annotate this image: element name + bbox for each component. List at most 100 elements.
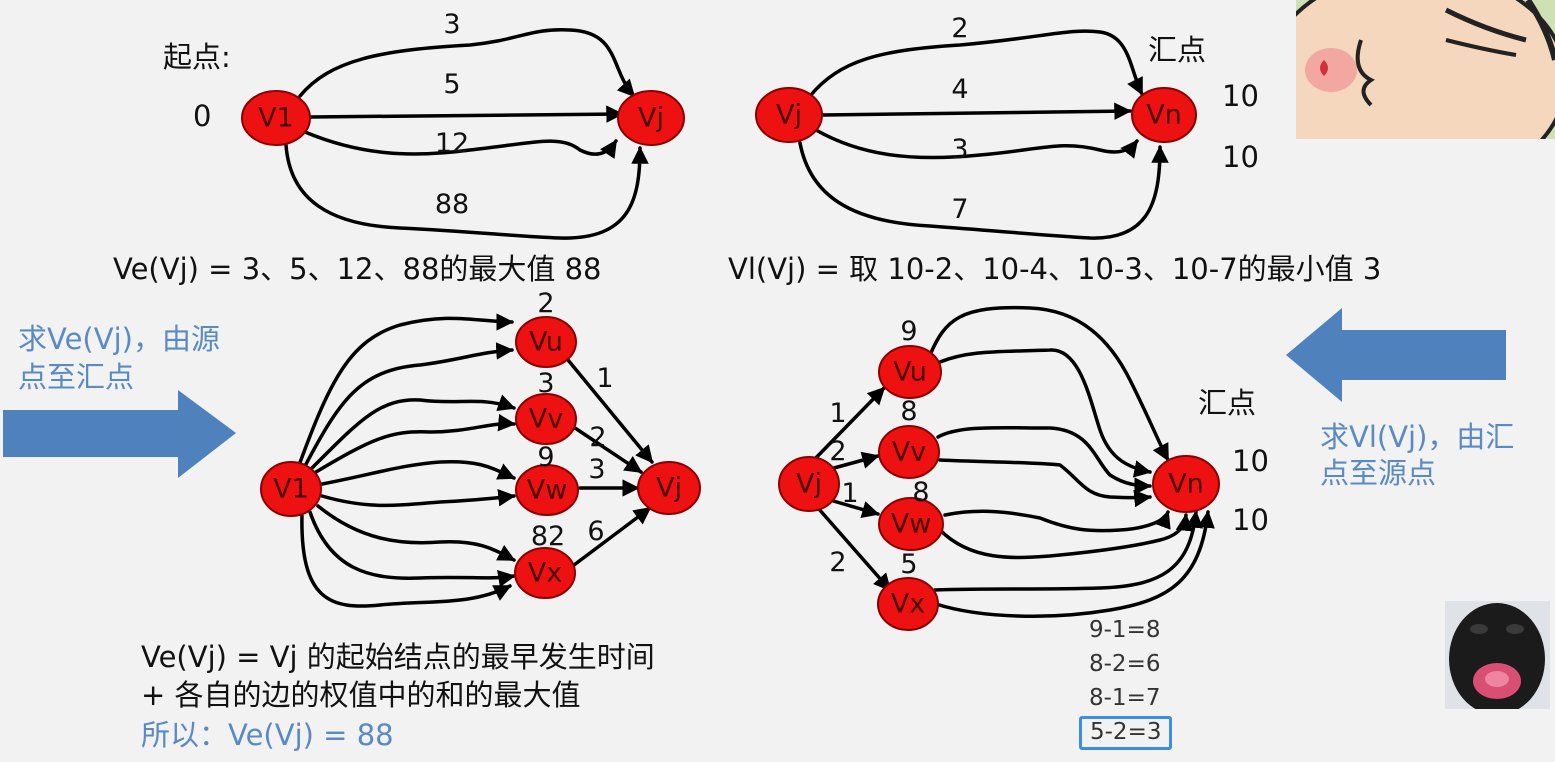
sink-label-bottom: 汇点	[1198, 386, 1257, 420]
weight-7: 7	[951, 194, 968, 225]
node-vj-top-right-label: Vj	[776, 100, 802, 131]
node-vx-br	[877, 577, 939, 631]
weight-out-3: 3	[588, 454, 605, 485]
weight-88: 88	[435, 189, 469, 220]
node-vx-bl-label: Vx	[528, 558, 562, 589]
bottom-left-graph: V1 Vu Vv Vw Vx Vj 2 3 9 82 1 2 3 6	[260, 288, 701, 608]
cartoon-face-sticker	[1296, 0, 1555, 139]
vl-formula-top: Vl(Vj) = 取 10-2、10-4、10-3、10-7的最小值 3	[728, 252, 1382, 286]
node-vv-br	[878, 425, 940, 479]
edge-vu-vj	[566, 358, 654, 464]
sink-value-bottom-2: 10	[1232, 503, 1269, 537]
edge-vx-vn-a	[933, 510, 1204, 592]
calc-line-4-highlighted: 5-2=3	[1079, 716, 1173, 750]
start-label: 起点:	[163, 40, 231, 74]
node-v1-top-label: V1	[258, 103, 294, 134]
weight-out-1: 1	[596, 363, 613, 394]
node-vu-bl-label: Vu	[529, 327, 563, 358]
node-vj-bl-label: Vj	[656, 473, 682, 504]
sink-value-top-1: 10	[1222, 79, 1259, 113]
weight-5: 5	[443, 69, 460, 100]
black-face-kiss-sticker	[1445, 601, 1550, 709]
weight-vj-vu: 1	[829, 398, 846, 429]
node-vj-bl	[637, 461, 701, 515]
edge-vw-vn-a	[943, 509, 1171, 533]
weight-vx-vn: 5	[900, 549, 917, 580]
weight-vj-vx: 2	[829, 547, 846, 578]
ve-formula-line2: + 各自的边的权值中的和的最大值	[141, 678, 581, 712]
calc-line-1: 9-1=8	[1089, 617, 1161, 643]
node-vj-top-label: Vj	[638, 103, 664, 134]
edge-vj-vn-3	[814, 128, 1139, 160]
edge-v1-vv-a	[310, 394, 516, 470]
edge-v1-vj-5	[308, 105, 624, 123]
weight-12: 12	[435, 128, 469, 159]
node-vn-br-label: Vn	[1168, 469, 1204, 500]
node-v1-top	[241, 90, 311, 146]
edge-vj-vx	[816, 506, 892, 592]
edge-vv-vn-b	[938, 458, 1152, 508]
edge-vv-vj	[573, 426, 643, 474]
node-vw-br-label: Vw	[891, 509, 932, 540]
bottom-right-graph: Vj Vu Vv Vw Vx Vn 1 2 1 2 9 8 8 5	[778, 305, 1220, 631]
node-vj-top-right	[755, 87, 823, 143]
node-vw-bl	[515, 464, 579, 516]
node-vn-top	[1131, 87, 1197, 143]
node-v1-bottom-label: V1	[273, 474, 309, 505]
node-vj-top	[617, 90, 685, 146]
edge-vj-vu	[806, 386, 886, 468]
top-left-graph: V1 Vj 3 5 12 88	[241, 9, 685, 240]
edge-vj-vn-4	[821, 102, 1132, 120]
right-note-line1: 求Vl(Vj)，由汇	[1320, 420, 1515, 454]
node-vv-bl	[515, 393, 577, 445]
edge-vj-vw	[828, 498, 880, 518]
edge-vx-vn-b	[934, 510, 1215, 618]
edge-v1-vx-b	[308, 510, 516, 588]
node-vx-bl	[514, 547, 576, 599]
node-vw-br	[878, 497, 944, 551]
node-vu-br	[878, 345, 942, 399]
weight-vj-vv: 2	[829, 436, 846, 467]
weight-3: 3	[443, 9, 460, 40]
ve-conclusion: 所以：Ve(Vj) = 88	[141, 718, 394, 752]
weight-vw-vn: 8	[912, 477, 929, 508]
weight-vu-vn: 9	[900, 316, 917, 347]
ve-formula-line1: Ve(Vj) = Vj 的起始结点的最早发生时间	[141, 640, 655, 674]
weight-2: 2	[951, 13, 968, 44]
edge-v1-vj-88	[284, 143, 649, 240]
node-vn-top-label: Vn	[1146, 100, 1182, 131]
sink-value-bottom-1: 10	[1232, 444, 1269, 478]
edge-vw-vn-b	[938, 513, 1194, 560]
edge-vu-vn-b	[938, 348, 1152, 478]
edge-vj-vn-7	[798, 141, 1169, 240]
sink-label-top: 汇点	[1148, 33, 1207, 67]
edge-vx-vj	[572, 506, 652, 567]
edge-v1-vx-c	[300, 512, 512, 608]
edge-v1-vw-a	[320, 459, 516, 486]
weight-out-2: 2	[589, 422, 606, 453]
weight-in-3: 3	[537, 368, 554, 399]
edge-vj-vv	[832, 451, 880, 470]
node-vv-br-label: Vv	[892, 437, 926, 468]
node-vu-br-label: Vu	[893, 357, 927, 388]
top-right-graph: Vj Vn 2 4 3 7	[755, 13, 1197, 240]
start-value: 0	[193, 99, 212, 133]
weight-4: 4	[951, 74, 968, 105]
weight-out-6: 6	[587, 516, 604, 547]
edge-v1-vj-12	[303, 130, 618, 159]
edge-vv-vn-a	[936, 425, 1152, 495]
node-vn-br	[1152, 455, 1220, 513]
node-vu-bl	[515, 316, 577, 368]
node-vj-br	[778, 456, 840, 512]
calc-line-2: 8-2=6	[1089, 651, 1161, 677]
edge-v1-vx-a	[316, 504, 516, 562]
right-arrow-icon	[3, 390, 236, 478]
ve-formula-top: Ve(Vj) = 3、5、12、88的最大值 88	[113, 252, 602, 286]
edge-v1-vj-3	[298, 28, 636, 98]
node-vw-bl-label: Vw	[527, 475, 568, 506]
node-vj-br-label: Vj	[796, 469, 822, 500]
edge-v1-vw-b	[320, 488, 516, 508]
weight-vv-vn: 8	[900, 396, 917, 427]
sink-value-top-2: 10	[1222, 140, 1259, 174]
